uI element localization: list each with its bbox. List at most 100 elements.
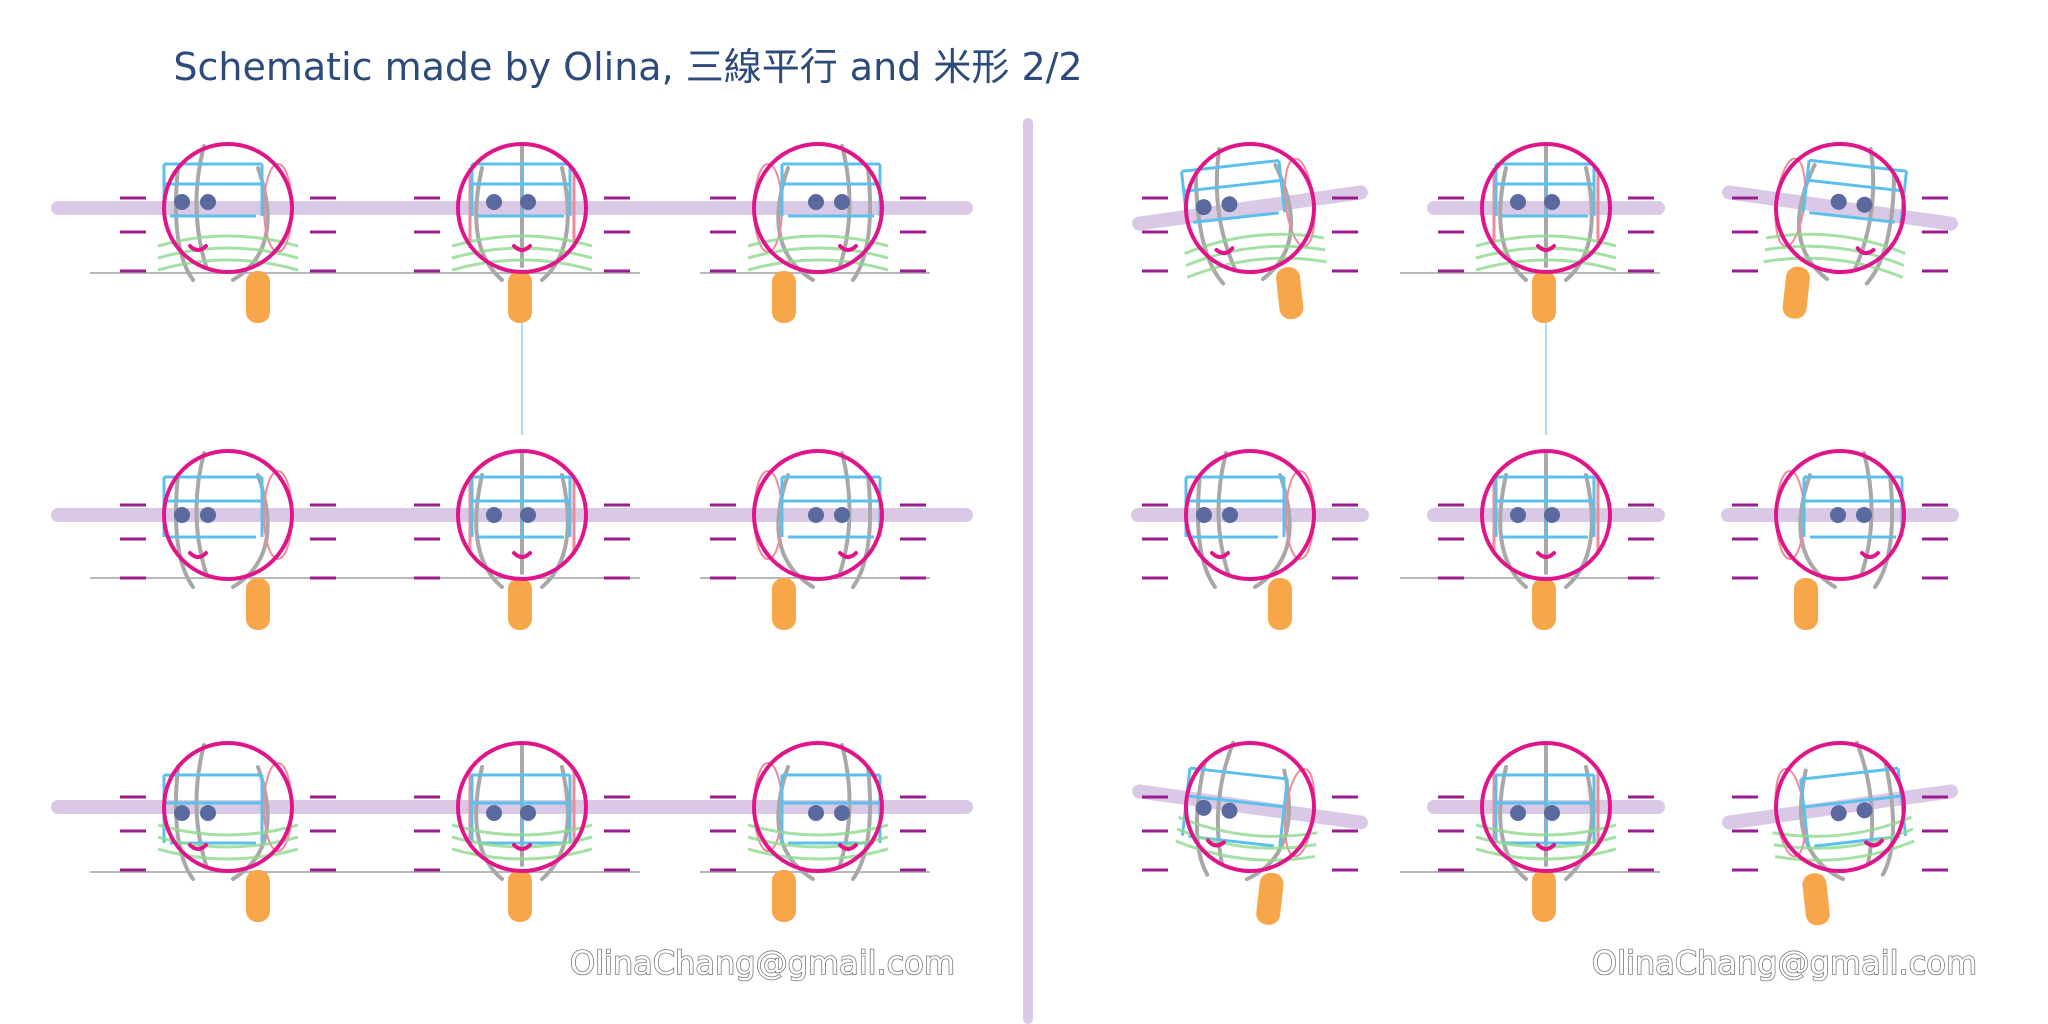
contour-arc [1774, 839, 1915, 862]
contour-arc [1764, 244, 1905, 267]
contour-arc [747, 847, 889, 861]
eye-dot [486, 805, 502, 821]
eye-dot [200, 507, 216, 523]
eye-dot [1196, 507, 1212, 523]
head-circle [1774, 142, 1906, 274]
neck-shape [1256, 872, 1284, 925]
neck-shape [508, 578, 532, 630]
eye-dot [834, 507, 850, 523]
head-circle [1184, 449, 1316, 581]
face-box [1801, 158, 1909, 224]
eye-dot [1856, 507, 1872, 523]
head-schematic [1184, 449, 1316, 630]
eye-dot [1544, 507, 1560, 523]
head-circle [456, 142, 588, 274]
contour-arc [451, 258, 593, 272]
eye-dot [1221, 196, 1238, 213]
mouth-mark [838, 551, 858, 559]
mouth-mark [512, 551, 532, 559]
contour-arc [451, 823, 593, 837]
head-circle [752, 449, 884, 581]
eye-dot [486, 507, 502, 523]
eye-dot [1510, 507, 1526, 523]
face-box [162, 475, 264, 539]
neck-shape [508, 870, 532, 922]
eye-dot [1544, 194, 1560, 210]
eye-dot [174, 507, 190, 523]
head-circle [1774, 741, 1906, 873]
eye-dot [1195, 199, 1212, 216]
head-circle [1480, 741, 1612, 873]
mouth-mark [1855, 246, 1876, 256]
neck-shape [1276, 267, 1304, 320]
neck-shape [246, 578, 270, 630]
head-circle [162, 449, 294, 581]
mouth-mark [1210, 551, 1230, 559]
head-schematic [1475, 741, 1617, 922]
head-schematic [1763, 142, 1909, 319]
eye-dot [808, 805, 824, 821]
face-box [1184, 475, 1286, 539]
page-title: Schematic made by Olina, 三線平行 and 米形 2/2 [173, 45, 1083, 89]
head-schematic [1180, 142, 1327, 320]
eye-dot [808, 507, 824, 523]
head-circle [1184, 741, 1316, 873]
mouth-mark [1214, 246, 1235, 256]
face-box [1180, 158, 1287, 224]
head-circle [162, 142, 294, 274]
contour-arc [1175, 839, 1316, 862]
eye-dot [1510, 805, 1526, 821]
head-circle [162, 741, 294, 873]
contour-arc [747, 246, 889, 260]
eye-dot [1195, 799, 1212, 816]
contour-arc [1185, 244, 1326, 267]
eye-dot [1830, 193, 1847, 210]
head-schematic [157, 142, 299, 323]
mouth-mark [1536, 244, 1556, 252]
mouth-mark [1860, 551, 1880, 559]
head-circle [1480, 142, 1612, 274]
neck-shape [772, 271, 796, 323]
head-circle [1774, 449, 1906, 581]
watermark-right: OlinaChang@gmail.com [1592, 944, 1977, 982]
eye-dot [1222, 507, 1238, 523]
mouth-mark [838, 843, 858, 851]
mouth-mark [188, 551, 208, 559]
contour-arc [451, 847, 593, 861]
eye-dot [1221, 802, 1238, 819]
contour-arc [157, 258, 299, 272]
eye-dot [1544, 805, 1560, 821]
neck-shape [772, 578, 796, 630]
contour-arc [747, 258, 889, 272]
head-schematic [1175, 740, 1318, 925]
head-schematic [456, 449, 588, 630]
eye-dot [520, 805, 536, 821]
mouth-mark [188, 244, 208, 252]
head-schematic [1774, 449, 1906, 630]
eye-dot [1830, 805, 1847, 822]
neck-shape [246, 271, 270, 323]
neck-shape [772, 870, 796, 922]
neck-shape [1802, 873, 1830, 926]
head-schematic [747, 142, 889, 323]
eye-dot [1856, 196, 1873, 213]
head-schematic [747, 741, 889, 922]
mouth-mark [512, 843, 532, 851]
contour-arc [157, 847, 299, 861]
eye-dot [200, 805, 216, 821]
mouth-mark [1536, 843, 1556, 851]
eye-dot [834, 805, 850, 821]
neck-shape [1532, 870, 1556, 922]
neck-shape [1794, 578, 1818, 630]
eye-dot [834, 194, 850, 210]
head-circle [752, 142, 884, 274]
head-grid [51, 142, 1959, 926]
mouth-mark [1206, 838, 1226, 848]
head-schematic [157, 741, 299, 922]
eye-dot [174, 194, 190, 210]
contour-arc [1772, 815, 1913, 838]
face-box [162, 773, 264, 845]
contour-arc [1475, 823, 1617, 837]
head-schematic [162, 449, 294, 630]
